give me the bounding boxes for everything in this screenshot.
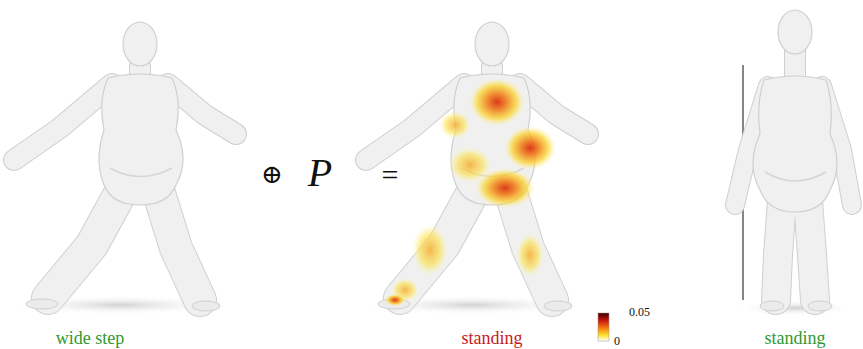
scale-value: 0 bbox=[614, 335, 620, 347]
prior-symbol: P bbox=[308, 153, 332, 193]
heatmap-figure bbox=[362, 22, 588, 315]
color-bar bbox=[598, 313, 609, 341]
pose-label: standing bbox=[765, 329, 826, 347]
wide-step-figure bbox=[10, 22, 236, 315]
scale-value: 0.05 bbox=[629, 306, 650, 318]
pose-label: wide step bbox=[56, 329, 124, 347]
pose-label: standing bbox=[462, 329, 523, 347]
equals-symbol: = bbox=[382, 160, 399, 190]
operator-symbol: ⊕ bbox=[261, 162, 283, 188]
standing-figure bbox=[735, 10, 855, 316]
